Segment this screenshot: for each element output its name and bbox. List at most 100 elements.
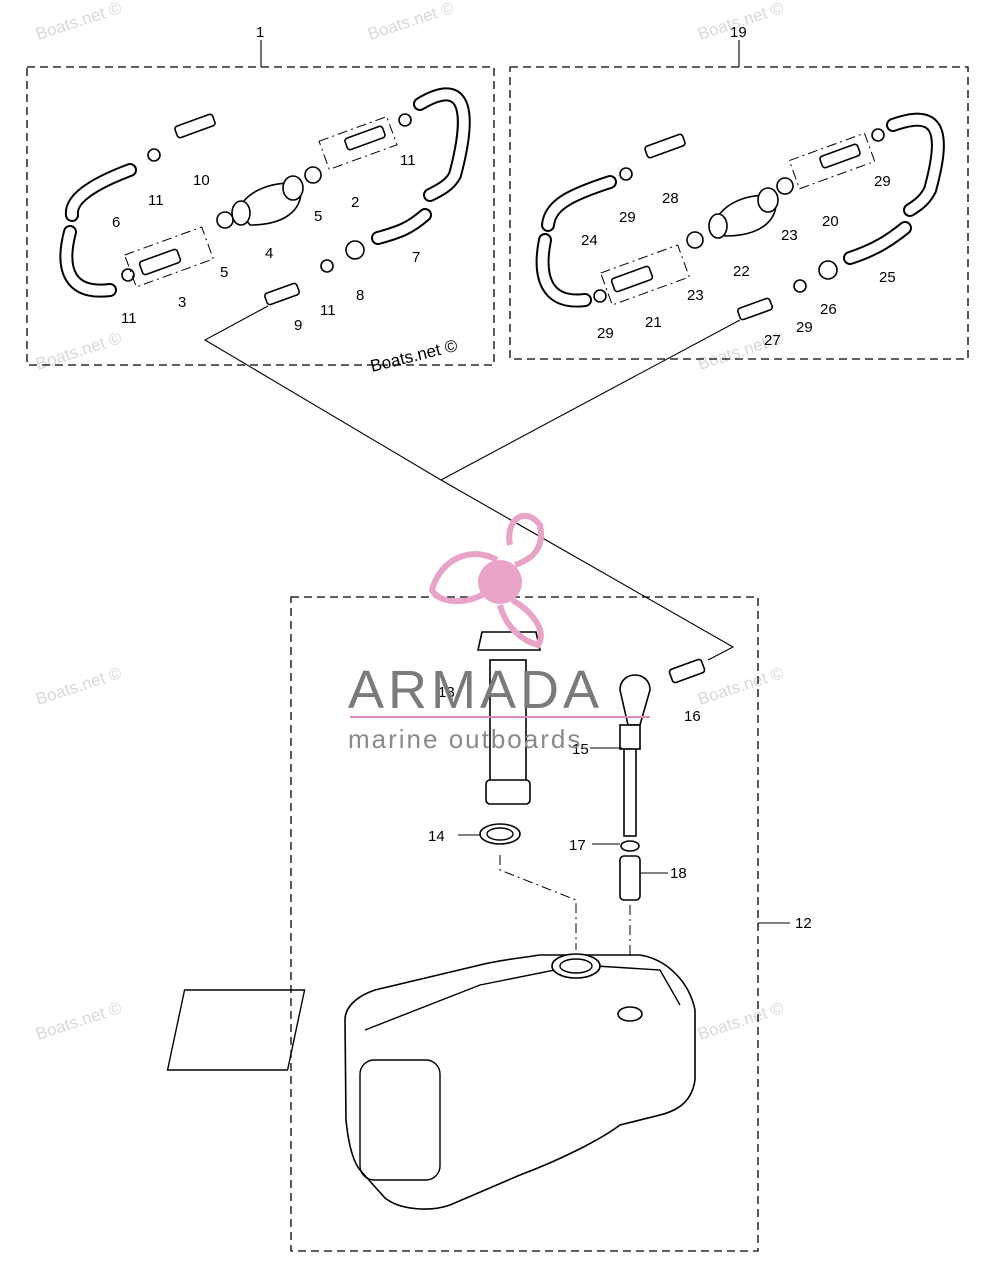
fitting-16 [668, 658, 706, 684]
tank-label-panel [166, 989, 306, 1071]
callout-5: 5 [220, 264, 228, 281]
callout-6: 6 [112, 214, 120, 231]
callout-2: 2 [351, 194, 359, 211]
callout-5: 5 [314, 208, 322, 225]
callout-4: 4 [265, 245, 273, 262]
primer-bulb-end [757, 187, 779, 213]
subassembly-outline [600, 244, 690, 306]
nut-11 [147, 148, 161, 162]
callout-14: 14 [428, 828, 445, 845]
callout-24: 24 [581, 232, 598, 249]
connector-3 [138, 248, 182, 276]
clip-23 [776, 177, 794, 195]
callout-7: 7 [412, 249, 420, 266]
callout-9: 9 [294, 317, 302, 334]
callout-19: 19 [730, 24, 747, 41]
callout-16: 16 [684, 708, 701, 725]
callout-12: 12 [795, 915, 812, 932]
callout-13: 13 [438, 684, 455, 701]
watermark-text: Boats.net © [33, 998, 124, 1044]
callout-20: 20 [822, 213, 839, 230]
callout-11: 11 [148, 192, 164, 209]
callout-8: 8 [356, 287, 364, 304]
copyright-label: Boats.net © [368, 336, 459, 376]
callout-29: 29 [796, 319, 813, 336]
brand-name: ARMADA [348, 660, 603, 720]
callout-15: 15 [572, 741, 589, 758]
brand-underline [350, 716, 650, 718]
watermark-text: Boats.net © [695, 998, 786, 1044]
tank-assembly-box [290, 596, 759, 1252]
nut-11 [320, 259, 334, 273]
watermark-text: Boats.net © [365, 0, 456, 44]
subassembly-outline [318, 115, 398, 171]
primer-bulb-end [282, 175, 304, 201]
clip-5 [216, 211, 234, 229]
callouts: 1 2 3 4 5 5 6 7 8 9 10 11 11 11 11 12 13… [112, 24, 896, 932]
oring-17 [620, 840, 640, 852]
callout-29: 29 [619, 209, 636, 226]
hose-kit-left [59, 87, 471, 306]
propeller-icon [428, 512, 544, 649]
callout-25: 25 [879, 269, 896, 286]
connection-line [440, 319, 741, 481]
band-8 [345, 240, 365, 260]
pickup-tube-15 [623, 747, 637, 837]
watermark-text: Boats.net © [33, 663, 124, 709]
connector-2 [344, 125, 386, 151]
callout-22: 22 [733, 263, 750, 280]
callout-1: 1 [256, 24, 264, 41]
nut-29 [593, 289, 607, 303]
armada-logo: ARMADA marine outboards [348, 512, 650, 754]
hose-kit-box-left [26, 66, 495, 366]
callout-10: 10 [193, 172, 210, 189]
band-26 [818, 260, 838, 280]
brand-tagline: marine outboards [348, 724, 582, 754]
callout-21: 21 [645, 314, 662, 331]
gauge-float [485, 779, 531, 805]
tank-assembly [166, 631, 706, 1210]
fitting-9 [264, 282, 300, 306]
nut-11 [121, 268, 135, 282]
watermark-text: Boats.net © [33, 328, 124, 374]
fitting-10 [174, 113, 216, 139]
callout-3: 3 [178, 294, 186, 311]
leader-lines [458, 747, 790, 924]
nut-29 [871, 128, 885, 142]
connector-21 [610, 265, 654, 293]
primer-bulb-end [231, 200, 251, 226]
clip-23 [686, 231, 704, 249]
connector-20 [819, 143, 861, 169]
callout-18: 18 [670, 865, 687, 882]
callout-29: 29 [597, 325, 614, 342]
nut-29 [619, 167, 633, 181]
callout-17: 17 [569, 837, 586, 854]
fuel-tank [344, 954, 696, 1210]
callout-29: 29 [874, 173, 891, 190]
propeller-hub-icon [478, 560, 522, 604]
callout-28: 28 [662, 190, 679, 207]
fitting-28 [644, 133, 686, 159]
hose-kit-right [535, 112, 945, 321]
subassembly-outline [788, 132, 876, 190]
nut-11 [398, 113, 412, 127]
primer-bulb-end [708, 213, 728, 239]
connection-line [203, 305, 735, 661]
callout-11: 11 [121, 310, 137, 327]
callout-27: 27 [764, 332, 781, 349]
pickup-thread [619, 724, 641, 750]
pickup-head-15 [619, 674, 651, 726]
watermark-text: Boats.net © [33, 0, 124, 44]
subassembly-outline [124, 226, 214, 288]
tank-side-panel [359, 1059, 441, 1181]
callout-11: 11 [320, 302, 336, 319]
watermark-text: Boats.net © [695, 663, 786, 709]
clip-5 [304, 166, 322, 184]
callout-26: 26 [820, 301, 837, 318]
callout-11: 11 [400, 152, 416, 169]
fitting-27 [737, 297, 773, 321]
guide-line [499, 855, 577, 950]
callout-23: 23 [687, 287, 704, 304]
